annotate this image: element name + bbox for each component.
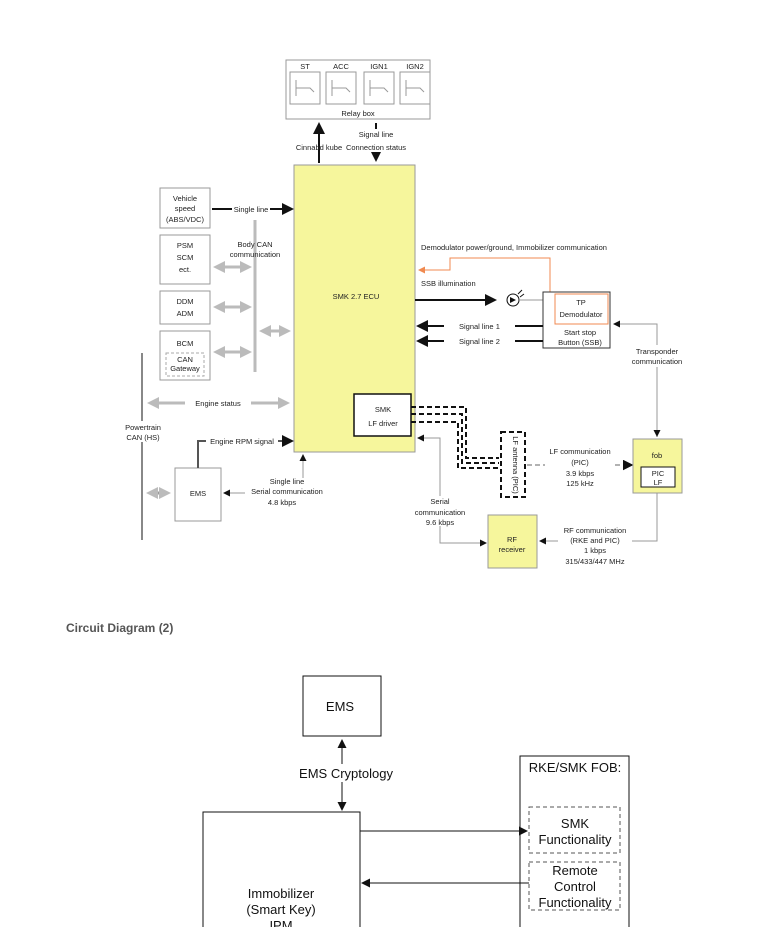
bcm-box (159, 330, 211, 381)
rf-comm-label: 315/433/447 MHz (565, 557, 624, 566)
smk-functionality-label: Functionality (539, 832, 612, 847)
connection-status-label: Connection status (346, 143, 406, 152)
immobilizer-label: (Smart Key) (246, 902, 315, 917)
box-label: (ABS/VDC) (166, 215, 204, 224)
transponder-label: communication (632, 357, 682, 366)
transponder-label: Transponder (636, 347, 679, 356)
relay-ign2: IGN2 (399, 62, 431, 105)
engine-status-label: Engine status (195, 399, 241, 408)
relay-acc: ACC (325, 62, 357, 105)
signal-line-1-label: Signal line 1 (459, 322, 500, 331)
ssb-illumination-label: SSB illumination (421, 279, 476, 288)
box-label: Vehicle (173, 194, 197, 203)
ems-serial-label: Serial communication (251, 487, 323, 496)
relay-label: ACC (333, 62, 349, 71)
lf-comm-label: LF communication (549, 447, 610, 456)
box-label: Gateway (170, 364, 200, 373)
relay-label: ST (300, 62, 310, 71)
ems-serial-label: 4.8 kbps (268, 498, 297, 507)
single-line-label: Single line (234, 205, 269, 214)
can-gateway-box (165, 352, 205, 377)
remote-control-label: Control (554, 879, 596, 894)
tp-demodulator-label: TP (576, 298, 586, 307)
demodulator-power-label: Demodulator power/ground, Immobilizer co… (421, 243, 607, 252)
ems-label: EMS (190, 489, 206, 498)
relay-label: IGN1 (370, 62, 388, 71)
body-can-label: communication (230, 250, 280, 259)
lf-driver-label: LF driver (368, 419, 398, 428)
tp-demodulator-label: Demodulator (560, 310, 603, 319)
signal-line-label: Signal line (359, 130, 394, 139)
relay-box: ST ACC IGN1 IGN2 Relay box (285, 59, 431, 120)
rf-receiver-label: RF (507, 535, 517, 544)
engine-rpm-label: Engine RPM signal (210, 437, 274, 446)
box-label: CAN (177, 355, 193, 364)
body-can-label: Body CAN (237, 240, 272, 249)
serial-communication-line (417, 434, 486, 544)
remote-control-label: Functionality (539, 895, 612, 910)
tp-demodulator-box (554, 293, 609, 325)
section-heading: Circuit Diagram (2) (66, 621, 174, 635)
immobilizer-label: IPM (269, 918, 292, 927)
ems-box-2 (302, 675, 382, 737)
box-label: BCM (177, 339, 194, 348)
lf-driver-label: SMK (375, 405, 391, 414)
ecu-label: SMK 2.7 ECU (333, 292, 380, 301)
relay-output-label: Cinnabd kube (296, 143, 342, 152)
smk-lf-driver-box (353, 393, 412, 437)
immobilizer-label: Immobilizer (248, 886, 315, 901)
transponder-line (613, 320, 658, 437)
powertrain-label: CAN (HS) (126, 433, 160, 442)
powertrain-label: Powertrain (125, 423, 161, 432)
serial-comm-label: Serial (430, 497, 450, 506)
ems-label-2: EMS (326, 699, 355, 714)
pic-lf-label: LF (654, 478, 663, 487)
serial-comm-label: 9.6 kbps (426, 518, 455, 527)
box-label: ADM (177, 309, 194, 318)
rf-comm-label: 1 kbps (584, 546, 606, 555)
pic-lf-box (640, 466, 676, 488)
pic-lf-label: PIC (652, 469, 665, 478)
box-label: speed (175, 204, 195, 213)
rf-comm-label: (RKE and PIC) (570, 536, 620, 545)
lf-comm-label: 3.9 kbps (566, 469, 595, 478)
lf-comm-label: 125 kHz (566, 479, 594, 488)
smk-functionality-label: SMK (561, 816, 590, 831)
ddm-box (159, 290, 211, 325)
rf-receiver-label: receiver (499, 545, 526, 554)
signal-line-2-label: Signal line 2 (459, 337, 500, 346)
ems-box (174, 467, 222, 522)
fob-label: fob (652, 451, 662, 460)
serial-comm-label: communication (415, 508, 465, 517)
relay-ign1: IGN1 (363, 62, 395, 105)
relay-label: IGN2 (406, 62, 424, 71)
lf-antenna-label: LF antenna (PIC) (511, 436, 520, 494)
vehicle-speed-box (159, 187, 211, 229)
rf-receiver-box (487, 514, 538, 569)
relay-st: ST (289, 62, 321, 105)
remote-control-box (528, 861, 621, 911)
ssb-label: Start stop (564, 328, 596, 337)
lf-comm-label: (PIC) (571, 458, 589, 467)
box-label: SCM (177, 253, 194, 262)
relay-box-label: Relay box (341, 109, 375, 118)
ems-cryptology-label: EMS Cryptology (299, 766, 393, 781)
rke-smk-fob-box (519, 755, 630, 927)
ems-serial-label: Single line (270, 477, 305, 486)
box-label: ect. (179, 265, 191, 274)
box-label: PSM (177, 241, 193, 250)
psm-box (159, 234, 211, 285)
lf-antenna-box (500, 431, 526, 498)
remote-control-label: Remote (552, 863, 598, 878)
fob-title: RKE/SMK FOB: (529, 760, 621, 775)
smk-functionality-box (528, 806, 621, 854)
box-label: DDM (176, 297, 193, 306)
rf-comm-label: RF communication (564, 526, 627, 535)
immobilizer-box (202, 811, 361, 927)
ssb-label: Button (SSB) (558, 338, 602, 347)
